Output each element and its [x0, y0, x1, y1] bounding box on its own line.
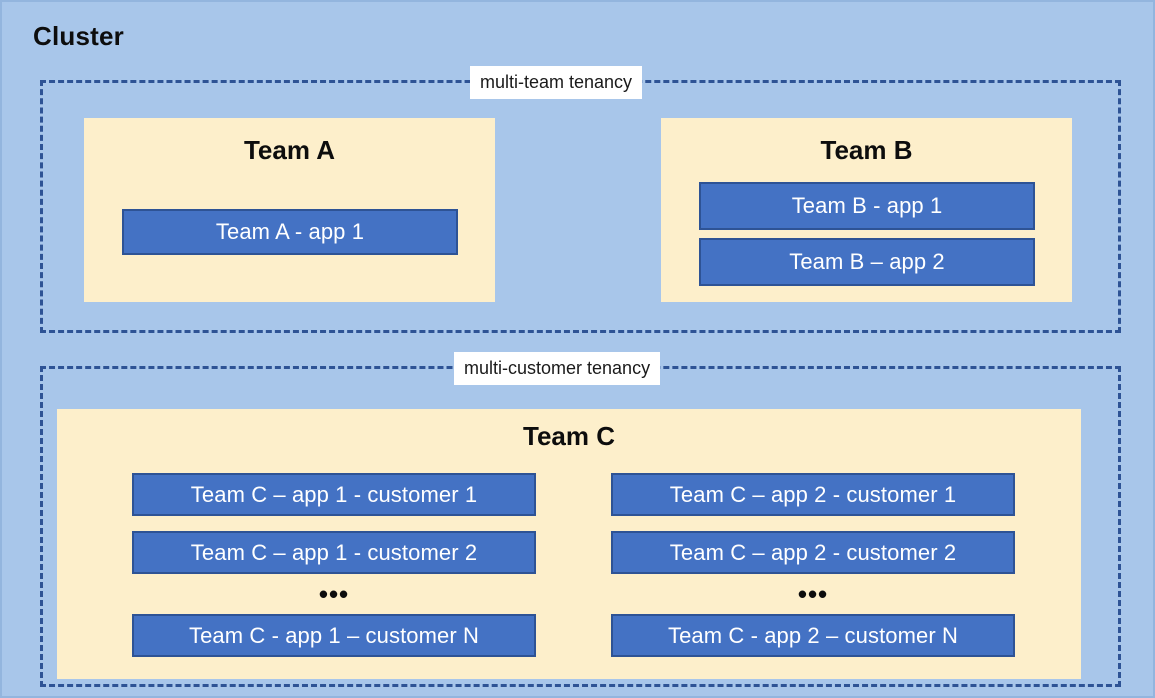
multi-customer-tenancy-label: multi-customer tenancy: [454, 352, 661, 385]
team-c-app-1-customer-2[interactable]: Team C – app 1 - customer 2: [132, 531, 536, 574]
team-c-app-1-customer-n[interactable]: Team C - app 1 – customer N: [132, 614, 536, 657]
team-c-app-2-customer-n[interactable]: Team C - app 2 – customer N: [611, 614, 1015, 657]
team-c-app-1-customer-1[interactable]: Team C – app 1 - customer 1: [132, 473, 536, 516]
team-c-container: Team C Team C – app 1 - customer 1 Team …: [57, 409, 1081, 679]
team-b-title: Team B: [820, 135, 913, 165]
team-c-app-2-customer-1[interactable]: Team C – app 2 - customer 1: [611, 473, 1015, 516]
team-c-app-2-customer-2[interactable]: Team C – app 2 - customer 2: [611, 531, 1015, 574]
team-b-container: Team B Team B - app 1 Team B – app 2: [661, 118, 1072, 302]
multi-team-tenancy-label: multi-team tenancy: [470, 66, 643, 99]
team-c-title: Team C: [523, 421, 615, 451]
team-c-app-2-ellipsis: •••: [797, 579, 829, 609]
team-a-title: Team A: [243, 135, 336, 165]
team-b-app-1[interactable]: Team B - app 1: [699, 182, 1035, 230]
page-title: Cluster: [33, 21, 124, 51]
team-a-app-1[interactable]: Team A - app 1: [122, 209, 458, 255]
team-a-container: Team A Team A - app 1: [84, 118, 495, 302]
team-c-app-1-ellipsis: •••: [318, 579, 350, 609]
team-b-app-2[interactable]: Team B – app 2: [699, 238, 1035, 286]
